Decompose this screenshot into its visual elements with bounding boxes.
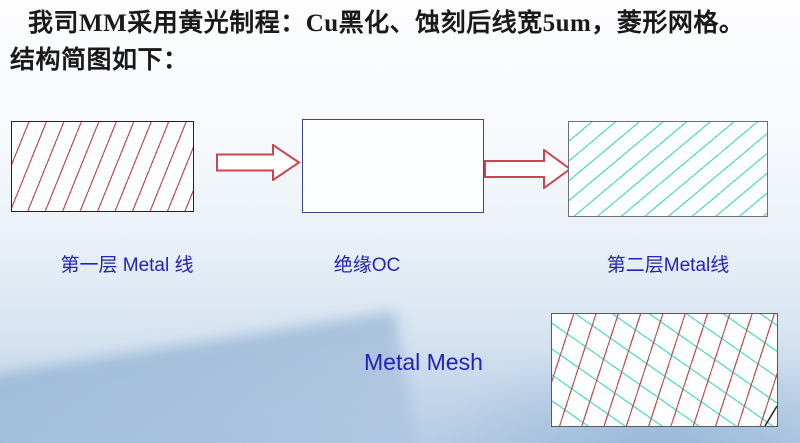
arrow-right-icon [216,144,301,181]
first-metal-layer-label: 第一层 Metal 线 [60,255,194,276]
slide-title-line1: 我司MM采用黄光制程：Cu黑化、蚀刻后线宽5um，菱形网格。 [28,10,745,37]
metal-mesh-box [551,313,778,427]
corner-tick-mark [764,405,778,427]
insulation-oc-box [302,119,484,213]
insulation-oc-label: 绝缘OC [333,255,401,276]
metal-mesh-label: Metal Mesh [364,349,483,375]
second-metal-layer-box [568,121,768,217]
background-wave-left [0,311,419,443]
second-metal-layer-label: 第二层Metal线 [606,255,730,276]
slide-title: 我司MM采用黄光制程：Cu黑化、蚀刻后线宽5um，菱形网格。 结构简图如下： [10,5,792,79]
arrow-right-icon [484,149,572,189]
slide-title-line2: 结构简图如下： [10,47,189,74]
first-metal-layer-box [11,121,194,212]
